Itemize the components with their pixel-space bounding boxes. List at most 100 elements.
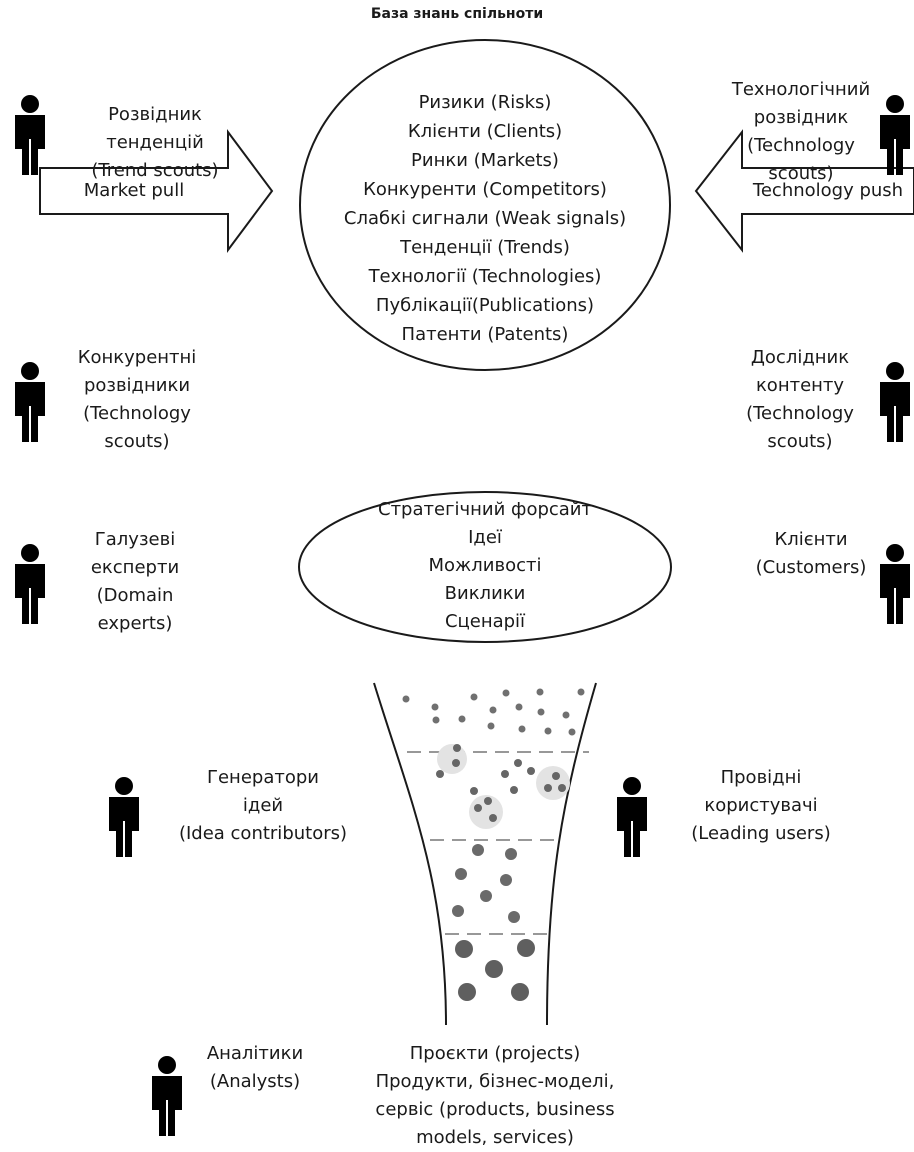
role-label: (Leading users) [691, 823, 831, 844]
person-icon [15, 362, 45, 442]
person-icon [880, 95, 910, 175]
kb-item-competitors: Конкуренти (Competitors) [363, 179, 607, 200]
role-label: Провідні [720, 767, 802, 788]
idea-dot [455, 868, 467, 880]
market-pull-label: Market pull [83, 180, 185, 201]
idea-dot [470, 787, 478, 795]
idea-dot [501, 770, 509, 778]
idea-dot [453, 744, 461, 752]
projects-item: Продукти, бізнес-моделі, [375, 1071, 615, 1092]
person-icon [15, 544, 45, 624]
foresight-ellipse [298, 491, 672, 643]
role-label: scouts) [767, 431, 833, 452]
idea-dot [431, 703, 439, 711]
idea-dot [480, 890, 492, 902]
kb-item-technologies: Технології (Technologies) [368, 266, 602, 287]
idea-dot [544, 784, 552, 792]
role-label: Технологічний [731, 79, 871, 100]
kb-item-weak-signals: Слабкі сигнали (Weak signals) [343, 208, 627, 229]
role-customers: Клієнти (Customers) [736, 526, 886, 582]
funnel-right-edge [546, 682, 597, 1026]
role-label: scouts) [768, 163, 834, 184]
kb-item-trends: Тенденції (Trends) [400, 237, 570, 258]
role-label: Конкурентні [77, 347, 197, 368]
idea-dot [402, 695, 410, 703]
project-dot [511, 983, 529, 1001]
role-label: (Domain [96, 585, 174, 606]
person-icon [152, 1056, 182, 1136]
idea-dot [452, 905, 464, 917]
person-icon [617, 777, 647, 857]
idea-dot [489, 706, 497, 714]
role-label: (Trend scouts) [91, 160, 219, 181]
kb-item-risks: Ризики (Risks) [418, 92, 552, 113]
idea-dot [568, 728, 576, 736]
role-leading-users: Провідні користувачі (Leading users) [676, 764, 846, 848]
role-label: (Technology [746, 403, 854, 424]
role-label: Генератори [207, 767, 319, 788]
idea-dot [500, 874, 512, 886]
role-label: користувачі [704, 795, 818, 816]
kb-item-publications: Публікації(Publications) [375, 295, 595, 316]
person-icon [880, 544, 910, 624]
role-domain-experts: Галузеві експерти (Domain experts) [70, 526, 200, 638]
role-label: Дослідник [750, 347, 850, 368]
idea-dot [558, 784, 566, 792]
foresight-list: Стратегічний форсайт Ідеї Можливості Вик… [340, 496, 630, 636]
idea-dot [458, 715, 466, 723]
idea-dot [510, 786, 518, 794]
idea-dot [502, 689, 510, 697]
role-label: (Idea contributors) [178, 823, 348, 844]
idea-dot [508, 911, 520, 923]
idea-dot [577, 688, 585, 696]
role-label: тенденцій [106, 132, 204, 153]
idea-dot [487, 722, 495, 730]
role-technology-scouts: Технологічний розвідник (Technology scou… [720, 76, 882, 188]
knowledge-base-ellipse [299, 39, 671, 371]
role-idea-contributors: Генератори ідей (Idea contributors) [168, 764, 358, 848]
kb-item-clients: Клієнти (Clients) [407, 121, 563, 142]
projects-item: сервіс (products, business [375, 1099, 615, 1120]
market-pull-arrow [39, 128, 274, 254]
role-label: Розвідник [108, 104, 202, 125]
project-dot [517, 939, 535, 957]
idea-dot [544, 727, 552, 735]
idea-dot [518, 725, 526, 733]
person-icon [109, 777, 139, 857]
foresight-item: Ідеї [468, 527, 502, 548]
projects-item: Проєкти (projects) [409, 1043, 581, 1064]
diagram-title: База знань спільноти [370, 6, 544, 22]
foresight-item: Виклики [444, 583, 526, 604]
idea-dot [552, 772, 560, 780]
person-icon [15, 95, 45, 175]
idea-dot [515, 703, 523, 711]
projects-list: Проєкти (projects) Продукти, бізнес-моде… [360, 1040, 630, 1152]
kb-item-patents: Патенти (Patents) [401, 324, 569, 345]
role-competitive-scouts: Конкурентні розвідники (Technology scout… [62, 344, 212, 456]
role-label: (Analysts) [209, 1071, 301, 1092]
foresight-item: Сценарії [444, 611, 526, 632]
idea-dot [536, 688, 544, 696]
role-label: Клієнти [774, 529, 848, 550]
funnel-left-edge [373, 682, 447, 1026]
role-label: Галузеві [94, 529, 176, 550]
role-analysts: Аналітики (Analysts) [200, 1040, 310, 1096]
idea-dot [452, 759, 460, 767]
idea-dot [436, 770, 444, 778]
idea-dot [562, 711, 570, 719]
foresight-item: Стратегічний форсайт [378, 499, 592, 520]
projects-item: models, services) [416, 1127, 574, 1148]
idea-cluster [437, 744, 467, 774]
idea-dot [489, 814, 497, 822]
idea-dot [505, 848, 517, 860]
role-label: (Technology [83, 403, 191, 424]
role-label: scouts) [104, 431, 170, 452]
idea-cluster [536, 766, 570, 800]
idea-dot [514, 759, 522, 767]
kb-item-markets: Ринки (Markets) [411, 150, 559, 171]
technology-push-arrow [694, 129, 914, 253]
person-icon [880, 362, 910, 442]
idea-dot [537, 708, 545, 716]
idea-dot [432, 716, 440, 724]
